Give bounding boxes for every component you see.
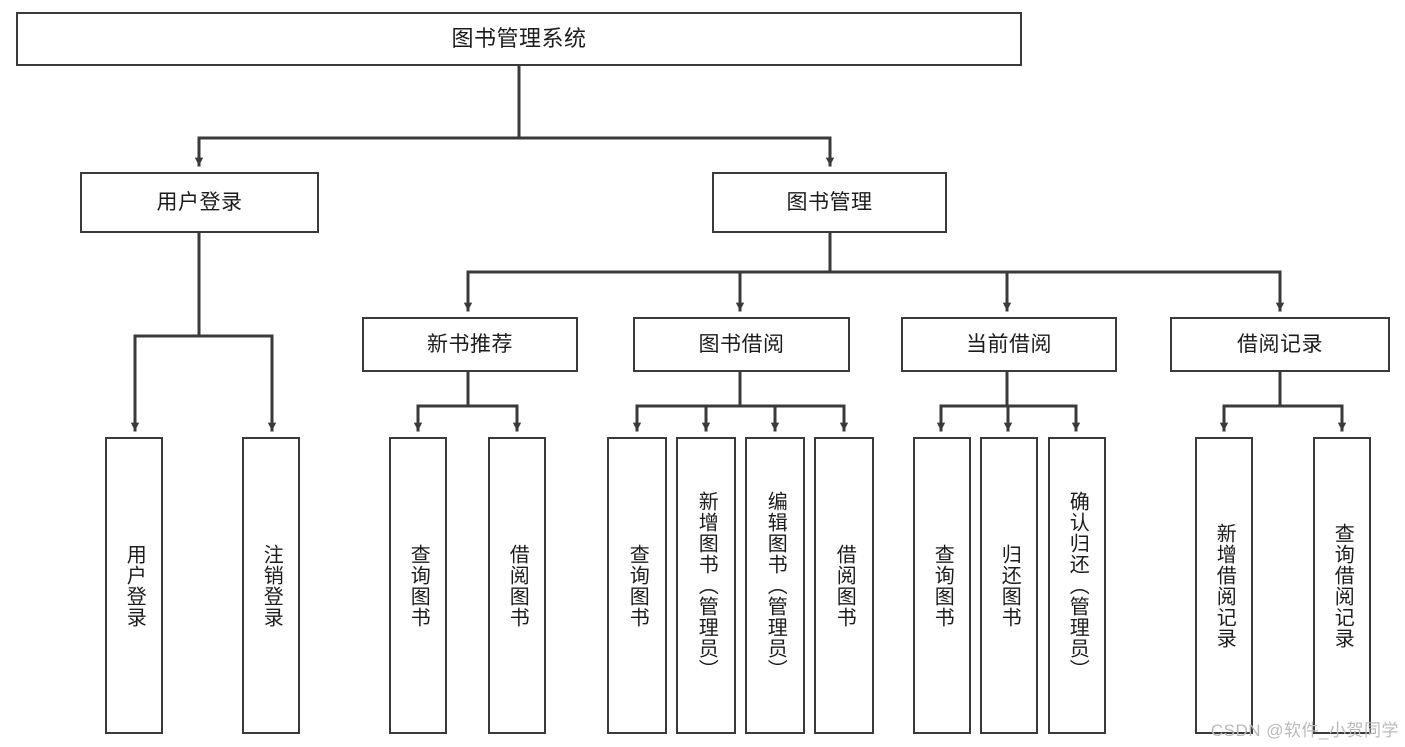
leaf-query-book-2-label: 查询图书 (626, 543, 649, 628)
node-root-label: 图书管理系统 (451, 25, 587, 51)
node-new-book-recommend-label: 新书推荐 (427, 332, 513, 356)
leaf-logout-login[interactable]: 注销登录 (242, 437, 300, 734)
leaf-query-record-label: 查询借阅记录 (1331, 522, 1354, 649)
leaf-user-login-label: 用户登录 (123, 543, 146, 628)
leaf-logout-login-label: 注销登录 (260, 543, 283, 628)
node-book-borrow-label: 图书借阅 (698, 332, 785, 356)
leaf-borrow-book-1[interactable]: 借阅图书 (488, 437, 546, 734)
leaf-query-book-1-label: 查询图书 (407, 543, 430, 628)
leaf-borrow-book-2-label: 借阅图书 (833, 543, 856, 628)
leaf-confirm-return-label: 确认归还（管理员） (1066, 491, 1089, 680)
leaf-edit-book[interactable]: 编辑图书（管理员） (745, 437, 805, 734)
node-book-borrow[interactable]: 图书借阅 (633, 317, 850, 372)
leaf-return-book-label: 归还图书 (998, 543, 1021, 628)
leaf-query-book-2[interactable]: 查询图书 (607, 437, 667, 734)
node-user-login-label: 用户登录 (156, 190, 243, 214)
leaf-return-book[interactable]: 归还图书 (980, 437, 1038, 734)
leaf-query-book-3[interactable]: 查询图书 (913, 437, 971, 734)
leaf-query-book-3-label: 查询图书 (931, 543, 954, 628)
node-current-borrow[interactable]: 当前借阅 (901, 317, 1117, 372)
leaf-borrow-book-1-label: 借阅图书 (506, 543, 529, 628)
leaf-query-book-1[interactable]: 查询图书 (389, 437, 447, 734)
node-user-login[interactable]: 用户登录 (80, 172, 319, 233)
node-current-borrow-label: 当前借阅 (966, 332, 1052, 356)
leaf-confirm-return[interactable]: 确认归还（管理员） (1048, 437, 1106, 734)
node-book-manage-label: 图书管理 (786, 190, 873, 214)
node-new-book-recommend[interactable]: 新书推荐 (362, 317, 578, 372)
node-book-manage[interactable]: 图书管理 (712, 172, 947, 233)
leaf-add-book-label: 新增图书（管理员） (695, 491, 718, 680)
leaf-user-login[interactable]: 用户登录 (105, 437, 163, 734)
node-borrow-record[interactable]: 借阅记录 (1170, 317, 1390, 372)
leaf-add-record[interactable]: 新增借阅记录 (1195, 437, 1253, 734)
leaf-query-record[interactable]: 查询借阅记录 (1313, 437, 1371, 734)
node-root-system[interactable]: 图书管理系统 (16, 12, 1022, 66)
leaf-edit-book-label: 编辑图书（管理员） (764, 491, 787, 680)
csdn-watermark: CSDN @软件_小贺同学 (1210, 721, 1399, 740)
leaf-borrow-book-2[interactable]: 借阅图书 (814, 437, 874, 734)
leaf-add-book[interactable]: 新增图书（管理员） (676, 437, 736, 734)
node-borrow-record-label: 借阅记录 (1237, 332, 1323, 356)
leaf-add-record-label: 新增借阅记录 (1213, 522, 1236, 649)
